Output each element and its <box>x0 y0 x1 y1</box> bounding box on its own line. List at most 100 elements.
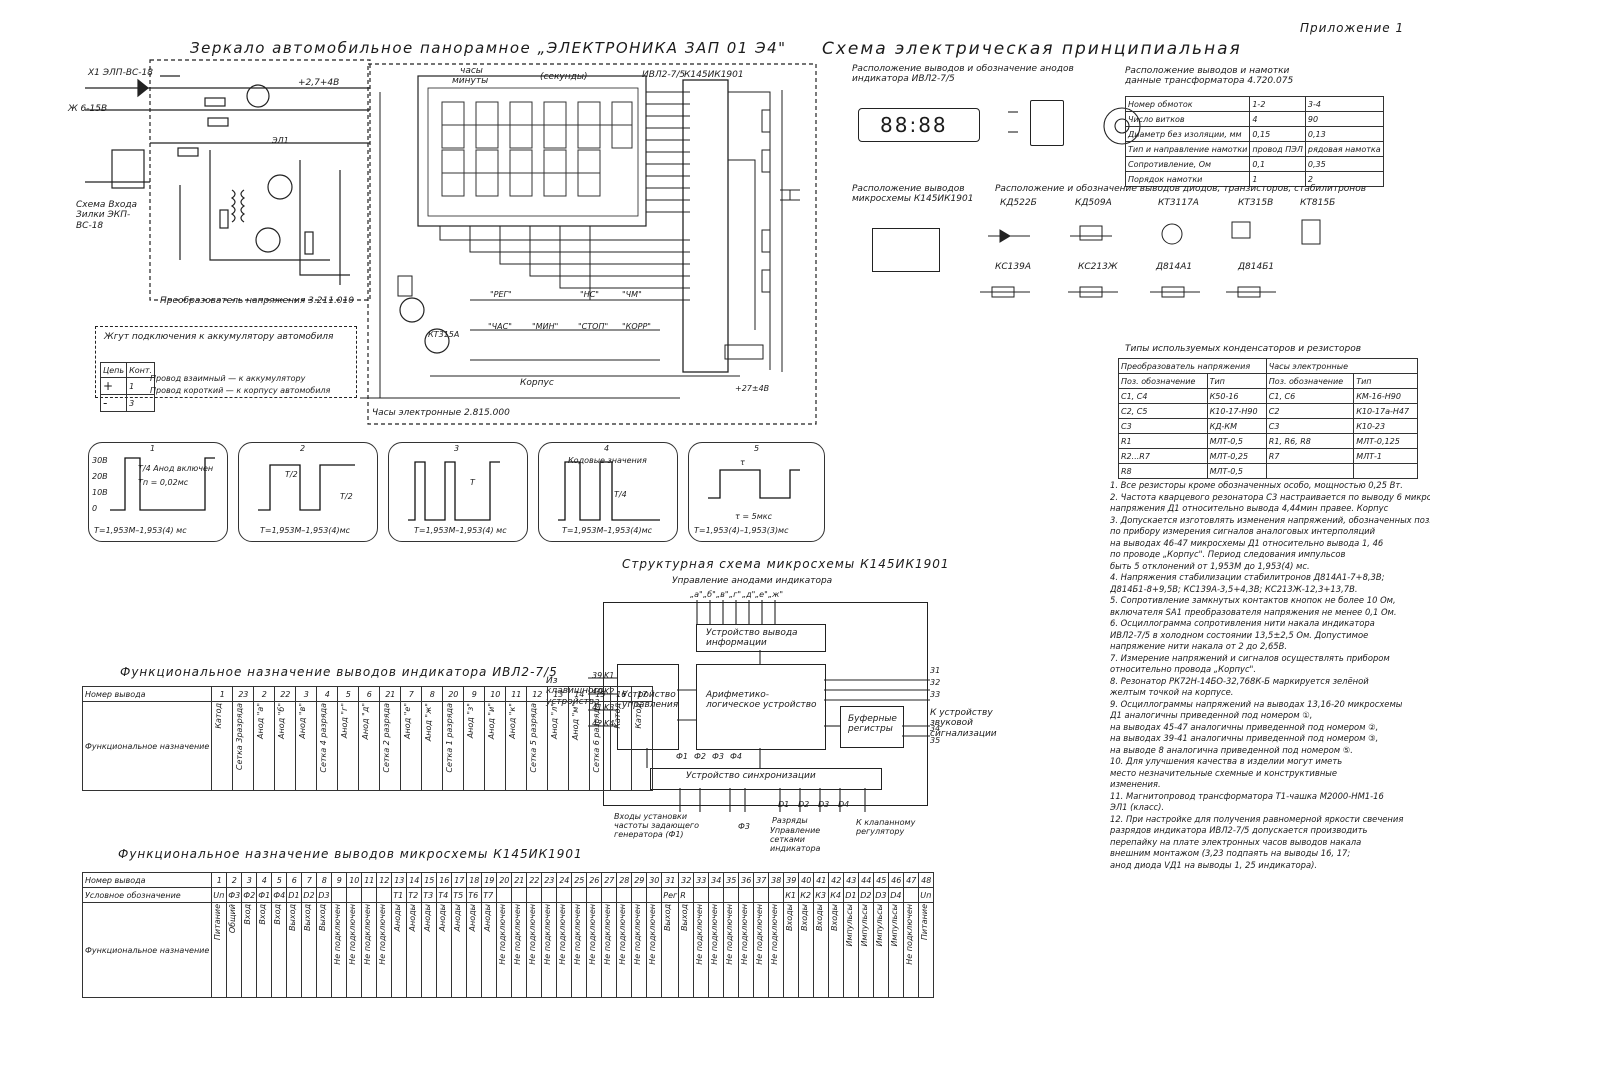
component-kd522: КД522Б <box>1000 198 1037 208</box>
chip-pin-cell: 18 <box>466 872 483 888</box>
ind-func-text: Катод <box>634 703 644 729</box>
ind-func-cell: Анод "к" <box>505 701 528 791</box>
chip-pin-cell: 15 <box>421 872 438 888</box>
chip-func-text: Не подключен <box>348 904 358 965</box>
wave1-num: 1 <box>150 444 156 453</box>
pin-out-34: 34 <box>930 724 941 733</box>
chip-func-cell: Аноды <box>451 902 468 998</box>
plus-voltage: +2,7+4В <box>298 78 340 88</box>
ind-pin-cell: 15 <box>589 686 612 702</box>
chip-func-cell: Не подключен <box>753 902 770 998</box>
wave5-num: 5 <box>754 444 760 453</box>
wave3-num: 3 <box>454 444 460 453</box>
chip-pin-cell: 42 <box>828 872 845 888</box>
chip-func-text: Не подключен <box>498 904 508 965</box>
chip-pin-cell: 24 <box>556 872 573 888</box>
note-line: внешним монтажом (3,23 подпаять на вывод… <box>1110 848 1351 858</box>
chip-func-text: Аноды <box>468 904 478 932</box>
chip-func-text: Выход <box>288 904 298 931</box>
plug-label: Х1 ЭЛП-ВС-18 <box>88 68 153 78</box>
note-line: анод диода VД1 на выводы 1, 25 индикатор… <box>1110 859 1318 870</box>
chip-func-cell: Не подключен <box>346 902 363 998</box>
pin-out-35: 35 <box>930 736 941 745</box>
wave5-note: τ = 5мкс <box>735 512 772 521</box>
phase-2: Ф2 <box>694 752 706 761</box>
anode-g: „г" <box>729 590 742 599</box>
ind-row-label-2: Функциональное назначение <box>81 701 213 791</box>
chip-func-cell: Аноды <box>466 902 483 998</box>
alu-label: Арифметико-логическое устройство <box>706 690 817 711</box>
ind-pin-cell: 14 <box>568 686 591 702</box>
hours-label: часы <box>460 66 483 76</box>
chip-symbol-cell: К2 <box>798 887 815 903</box>
wave-axis-10: 10В <box>92 488 108 497</box>
wave1-note: Τп = 0,02мс <box>138 478 189 487</box>
chip-symbol-cell: Ф3 <box>226 887 243 903</box>
chip-func-text: Импульсы <box>890 904 900 947</box>
chip-func-text: Не подключен <box>770 904 780 965</box>
transistor-label: КТ315А <box>428 330 460 339</box>
minutes-label: минуты <box>452 76 489 86</box>
ind-func-cell: Анод "л" <box>547 701 570 791</box>
wave2-num: 2 <box>300 444 306 453</box>
chip-func-text: Импульсы <box>845 904 855 947</box>
chip-pins-title: Расположение выводов микросхемы К145ИК19… <box>852 184 974 205</box>
chip-func-cell: Выход <box>316 902 333 998</box>
chip-symbol-cell: D2 <box>858 887 875 903</box>
pin-out-32: 32 <box>930 678 941 687</box>
chip-pin-cell: 38 <box>768 872 785 888</box>
chip-symbol-cell: Uп <box>211 887 228 903</box>
wave3-label: Τ <box>470 478 475 487</box>
chip-symbol-cell <box>586 887 603 903</box>
chip-func-text: Не подключен <box>905 904 915 965</box>
chip-symbol-cell: Ф4 <box>271 887 288 903</box>
chip-func-text: Не подключен <box>588 904 598 965</box>
pin-in-39: 39 <box>592 671 603 680</box>
ind-func-cell: Сетка 1 разряда <box>442 701 465 791</box>
sound-output-label: К устройству звуковой сигнализации <box>930 708 997 739</box>
chip-func-text: Выход <box>680 904 690 931</box>
indicator-digits: 88:88 <box>880 113 948 137</box>
chip-func-text: Входы <box>785 904 795 931</box>
chip-func-cell: Входы <box>798 902 815 998</box>
chip-pin-cell: 34 <box>708 872 725 888</box>
chip-pin-cell: 37 <box>753 872 770 888</box>
ind-func-cell: Анод "м" <box>568 701 591 791</box>
d-2: D2 <box>798 800 810 809</box>
note-line: разрядов индикатора ИВЛ2-7/5 допускается… <box>1110 825 1368 835</box>
chip-symbol-cell: Т3 <box>421 887 438 903</box>
note-line: по проводе „Корпус". Период следования и… <box>1110 549 1346 559</box>
chip-symbol-cell: Т6 <box>466 887 483 903</box>
chip-symbol-cell <box>768 887 785 903</box>
chip-func-cell: Импульсы <box>888 902 905 998</box>
chip-func-text: Не подключен <box>755 904 765 965</box>
note-line: Д1 аналогичны приведенной под номером ①, <box>1110 710 1313 720</box>
chip-pin-cell: 41 <box>813 872 830 888</box>
note-line: место незначительные схемные и конструкт… <box>1110 767 1338 778</box>
ind-func-text: Сетка 6 разряда <box>592 703 602 773</box>
output-device-label: Устройство вывода информации <box>706 628 798 649</box>
correction-label: К клапанному регулятору <box>856 818 916 837</box>
plug-scheme-label: Схема Входа Зилки ЭКП-ВС-18 <box>76 200 138 231</box>
chip-func-text: Выход <box>303 904 313 931</box>
chip-func-text: Входы <box>830 904 840 931</box>
note-line: перепайку на плате электронных часов выв… <box>1110 836 1362 847</box>
chip-func-cell: Не подключен <box>496 902 513 998</box>
notes-block: 1. Все резисторы кроме обозначенных особ… <box>1110 480 1430 871</box>
chip-func-cell: Питание <box>211 902 228 998</box>
ind-pin-cell: 4 <box>316 686 339 702</box>
battery-box <box>95 326 357 398</box>
chip-func-text: Аноды <box>408 904 418 932</box>
button-reg: "РЕГ" <box>490 290 512 299</box>
seconds-label: (секунды) <box>540 72 588 82</box>
ind-pin-cell: 6 <box>358 686 381 702</box>
clock-label: Часы электронные 2.815.000 <box>372 408 510 418</box>
chip-pin-cell: 14 <box>406 872 423 888</box>
chip-symbol-cell: Т7 <box>481 887 498 903</box>
chip-func-cell: Питание <box>918 902 935 998</box>
chip-func-cell: Аноды <box>421 902 438 998</box>
chip-pin-cell: 44 <box>858 872 875 888</box>
phases-label: Ф3 <box>738 822 750 831</box>
